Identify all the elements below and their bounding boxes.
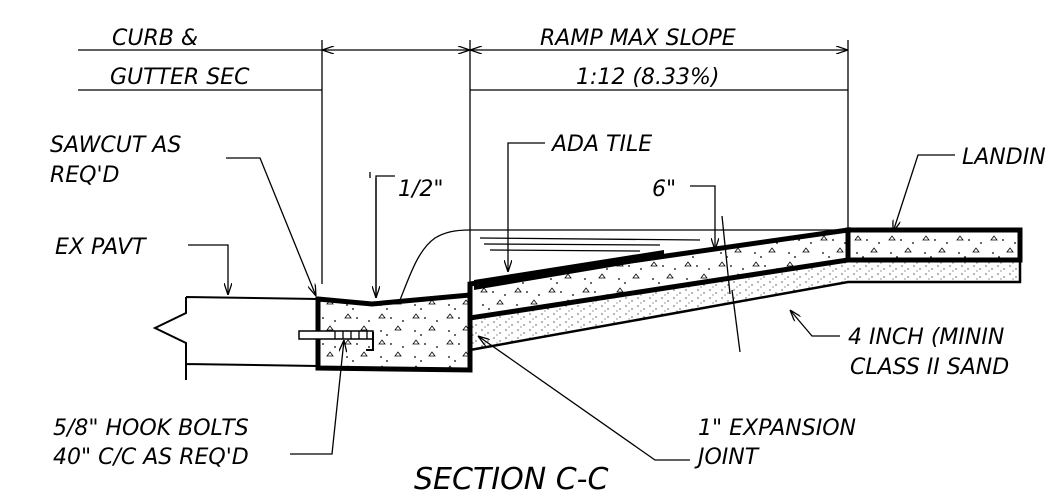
- hook-bolt: [298, 330, 374, 340]
- surface-hatch: [470, 229, 848, 252]
- expansion-joint-label-line1: 1" EXPANSION: [698, 416, 856, 441]
- landing-leader: [893, 154, 955, 232]
- curb-label-line2: GUTTER SEC: [110, 65, 250, 90]
- expansion-joint-label-line2: JOINT: [694, 445, 760, 470]
- expansion-joint-leader: [478, 336, 690, 461]
- half-inch-leader: [370, 172, 376, 298]
- landing-slab: [845, 227, 1023, 263]
- ada-tile-label: ADA TILE: [550, 132, 652, 157]
- six-inch-thickness-line: [721, 215, 731, 295]
- ex-pavt-leader: [188, 244, 228, 295]
- base-thickness-line: [731, 289, 741, 353]
- ada-tile: [474, 250, 664, 290]
- half-inch-bracket: [375, 175, 395, 298]
- hook-bolts-label-line1: 5/8" HOOK BOLTS: [53, 416, 249, 441]
- half-inch-label: 1/2": [398, 177, 444, 202]
- curb-label-line1: CURB &: [112, 26, 198, 51]
- curb-gutter-section: [315, 292, 473, 373]
- hook-bolts-label-line2: 40" C/C AS REQ'D: [53, 445, 249, 470]
- base-layer-label-line1: 4 INCH (MININ: [848, 325, 1004, 350]
- ramp-slope-label: RAMP MAX SLOPE: [540, 26, 736, 51]
- sawcut-label-line2: REQ'D: [50, 163, 120, 188]
- base-layer-leader: [790, 310, 840, 337]
- ex-pavt-label: EX PAVT: [55, 235, 147, 260]
- hook-bolt-ticks: [334, 331, 368, 339]
- section-title: SECTION C-C: [414, 462, 608, 494]
- landing-label: LANDIN: [962, 145, 1046, 170]
- gutter-curve: [399, 229, 471, 301]
- existing-pavement: [152, 296, 319, 380]
- base-layer-label-line2: CLASS II SAND: [850, 355, 1009, 380]
- hook-bolt-hook: [366, 332, 374, 351]
- six-inch-label: 6": [652, 177, 676, 202]
- ada-tile-leader: [508, 142, 545, 272]
- ramp-slope-ratio: 1:12 (8.33%): [576, 65, 719, 90]
- hook-bolts-leader: [290, 340, 344, 455]
- sawcut-label-line1: SAWCUT AS: [50, 133, 181, 158]
- sawcut-leader: [226, 157, 316, 296]
- six-inch-leader: [690, 185, 715, 250]
